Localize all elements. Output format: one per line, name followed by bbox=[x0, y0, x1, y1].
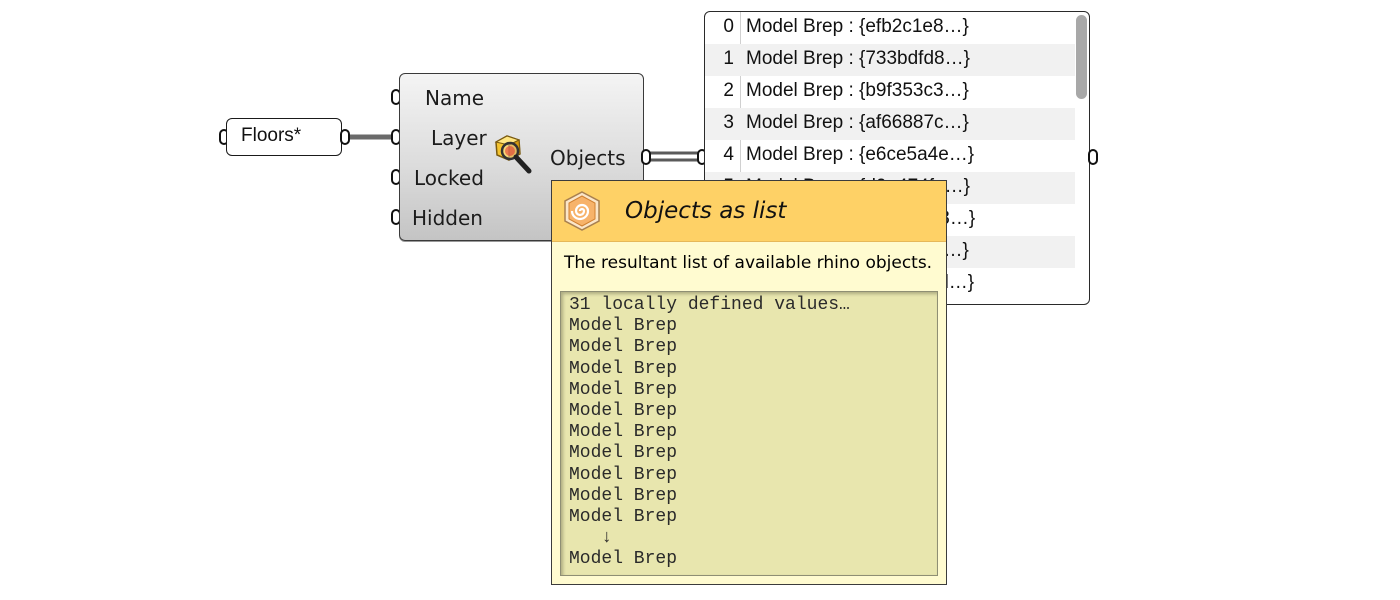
input-hidden-label[interactable]: Hidden bbox=[412, 206, 483, 230]
tooltip-value-line: Model Brep bbox=[569, 358, 678, 379]
viewer-row-index: 4 bbox=[723, 144, 734, 165]
tooltip-header: Objects as list bbox=[552, 181, 946, 242]
viewer-row-index: 0 bbox=[723, 16, 734, 37]
output-grip-objects[interactable] bbox=[641, 149, 651, 165]
tooltip-value-line: Model Brep bbox=[569, 507, 678, 528]
tooltip-value-line: Model Brep bbox=[569, 549, 678, 570]
viewer-row[interactable]: 3 Model Brep : {af66887c…} bbox=[705, 108, 1075, 140]
viewer-row-value: Model Brep : {e6ce5a4e…} bbox=[746, 144, 975, 165]
tooltip-value-line: Model Brep bbox=[569, 485, 678, 506]
viewer-row[interactable]: 1 Model Brep : {733bdfd8…} bbox=[705, 44, 1075, 76]
tooltip-value-line: Model Brep bbox=[569, 401, 678, 422]
viewer-scrollbar[interactable] bbox=[1076, 15, 1087, 99]
rhino-object-query-icon bbox=[494, 135, 532, 174]
tooltip-value-count: 31 locally defined values… bbox=[569, 295, 850, 315]
index-column-divider bbox=[740, 12, 741, 304]
viewer-row-value: Model Brep : {733bdfd8…} bbox=[746, 48, 970, 69]
viewer-output-grip[interactable] bbox=[1088, 149, 1098, 165]
viewer-row-index: 2 bbox=[723, 80, 734, 101]
floors-panel-label: Floors* bbox=[241, 125, 302, 146]
floors-panel[interactable]: Floors* bbox=[226, 118, 342, 156]
tooltip-description: The resultant list of available rhino ob… bbox=[564, 253, 933, 273]
input-name-label[interactable]: Name bbox=[425, 86, 485, 110]
tooltip-value-line: Model Brep bbox=[569, 316, 678, 337]
rhino-objects-component[interactable]: Name Layer Locked Hidden Objects bbox=[399, 73, 644, 241]
viewer-row-index: 3 bbox=[723, 112, 734, 133]
input-locked-label[interactable]: Locked bbox=[414, 166, 484, 190]
spiral-param-icon bbox=[564, 191, 600, 231]
floors-output-grip[interactable] bbox=[340, 129, 350, 145]
tooltip-title: Objects as list bbox=[625, 198, 787, 224]
tooltip-value-line: Model Brep bbox=[569, 337, 678, 358]
viewer-row-value: Model Brep : {efb2c1e8…} bbox=[746, 16, 969, 37]
output-objects-label[interactable]: Objects bbox=[550, 146, 626, 170]
tooltip-value-line: ↓ bbox=[569, 528, 613, 549]
viewer-row-index: 1 bbox=[723, 48, 734, 69]
tooltip-value-line: Model Brep bbox=[569, 422, 678, 443]
input-layer-label[interactable]: Layer bbox=[431, 126, 487, 150]
tooltip-value-line: Model Brep bbox=[569, 464, 678, 485]
viewer-row-value: Model Brep : {b9f353c3…} bbox=[746, 80, 969, 101]
viewer-row[interactable]: 2 Model Brep : {b9f353c3…} bbox=[705, 76, 1075, 108]
viewer-row-value: Model Brep : {af66887c…} bbox=[746, 112, 969, 133]
tooltip-value-line: Model Brep bbox=[569, 443, 678, 464]
objects-tooltip: Objects as list The resultant list of av… bbox=[551, 180, 947, 585]
tooltip-value-line: Model Brep bbox=[569, 379, 678, 400]
viewer-row[interactable]: 0 Model Brep : {efb2c1e8…} bbox=[705, 12, 1075, 44]
viewer-row[interactable]: 4 Model Brep : {e6ce5a4e…} bbox=[705, 140, 1075, 172]
